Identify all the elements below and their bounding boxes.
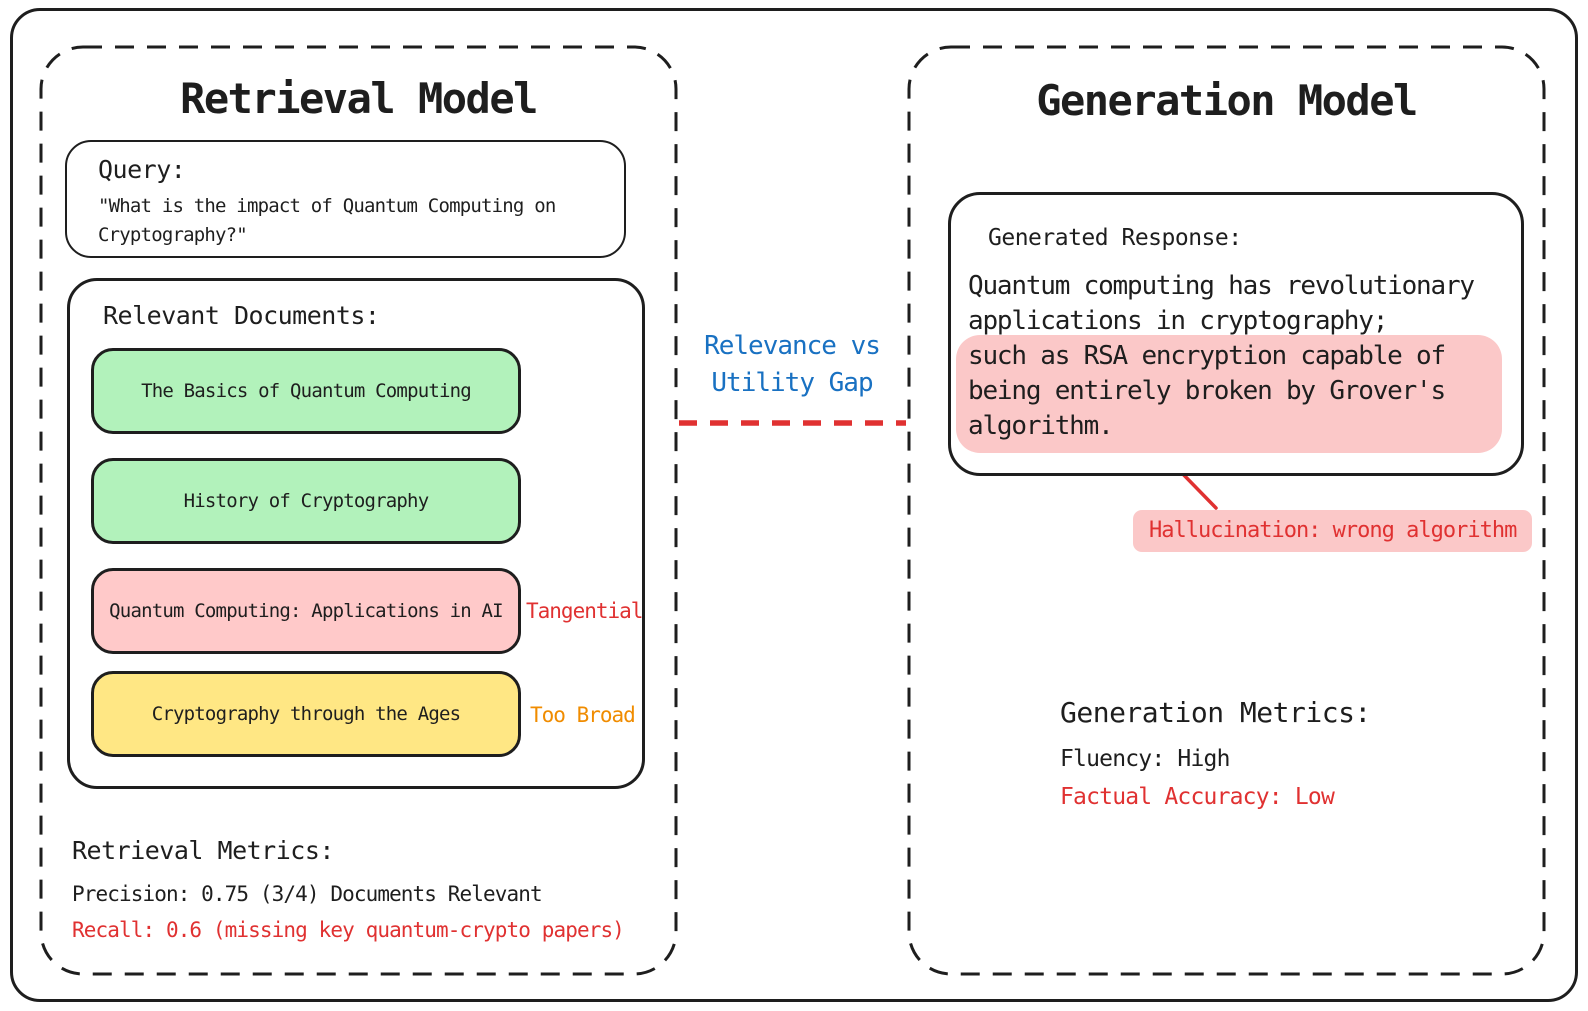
relevant-documents-heading: Relevant Documents: [103,301,380,330]
relevant-documents-box: Relevant Documents: The Basics of Quantu… [67,278,645,789]
recall-metric: Recall: 0.6 (missing key quantum-crypto … [72,918,625,942]
factual-accuracy-metric: Factual Accuracy: Low [1060,784,1335,810]
response-line: applications in cryptography; [968,306,1388,336]
retrieval-model-title: Retrieval Model [180,74,538,123]
document-card: Quantum Computing: Applications in AI [91,568,521,654]
document-card: Cryptography through the Ages [91,671,521,757]
generation-metrics-heading: Generation Metrics: [1060,696,1371,729]
gap-label-line1: Relevance vs [704,331,881,361]
query-text: "What is the impact of Quantum Computing… [98,195,556,246]
generation-model-title: Generation Model [1036,76,1418,125]
generated-response-heading: Generated Response: [988,225,1242,251]
response-line: Quantum computing has revolutionary [968,271,1475,301]
precision-metric: Precision: 0.75 (3/4) Documents Relevant [72,882,543,906]
response-line: such as RSA encryption capable of [968,341,1446,371]
document-card: The Basics of Quantum Computing [91,348,521,434]
fluency-metric: Fluency: High [1060,746,1230,772]
response-line: algorithm. [968,411,1114,441]
hallucination-label: Hallucination: wrong algorithm [1133,510,1533,552]
gap-label-line2: Utility Gap [711,368,873,398]
generated-response-text: Quantum computing has revolutionary appl… [968,269,1475,444]
too-broad-tag: Too Broad [530,703,636,727]
response-line: being entirely broken by Grover's [968,376,1446,406]
tangential-tag: Tangential [526,599,643,623]
query-box: Query: "What is the impact of Quantum Co… [65,140,626,258]
retrieval-metrics-heading: Retrieval Metrics: [72,836,334,865]
relevance-utility-gap-label: Relevance vs Utility Gap [660,328,924,402]
hallucination-highlight [956,335,1502,453]
outer-border [10,8,1578,1002]
generated-response-box: Generated Response: Quantum computing ha… [948,192,1524,476]
query-heading: Query: [98,155,186,184]
document-card: History of Cryptography [91,458,521,544]
